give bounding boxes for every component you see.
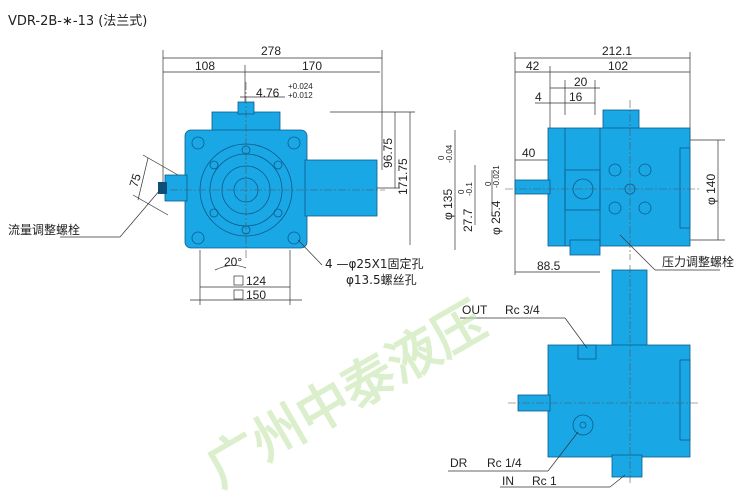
- front-view: 278 108 170 4.76 +0.024 +0.012 96.75 171…: [8, 44, 424, 305]
- dim-front-key-tol-upper: +0.024: [288, 82, 313, 91]
- side-bottom-boss: [569, 239, 601, 256]
- side-body: [547, 127, 691, 247]
- dim-side-dia-25-4-tol-upper: 0: [484, 181, 493, 186]
- label-mount-holes: 4 —φ25X1固定孔: [325, 256, 424, 271]
- dim-side-e: 16: [569, 90, 583, 104]
- label-dr-thread: Rc 1/4: [487, 456, 522, 470]
- bottom-top-port-block: [611, 269, 648, 351]
- dim-side-c: 20: [574, 75, 588, 89]
- side-top-boss: [602, 109, 640, 131]
- dim-front-square-inner: 124: [246, 274, 266, 288]
- label-out: OUT: [462, 303, 488, 317]
- drawing-title: VDR-2B-∗-13 (法兰式): [8, 14, 148, 29]
- dim-front-height-b: 171.75: [396, 158, 410, 195]
- dim-front-key-tol-lower: +0.012: [288, 91, 313, 100]
- side-end-cap: [679, 147, 691, 229]
- dim-side-f: 40: [522, 146, 536, 160]
- front-flow-screw-boss: [164, 174, 188, 202]
- dim-front-left: 108: [195, 59, 215, 73]
- dim-side-dia-135-tol-upper: 0: [437, 155, 446, 160]
- dim-side-dia-135-tol-lower: -0.04: [445, 144, 454, 163]
- front-cover: [304, 159, 378, 217]
- dim-front-angle: 20°: [224, 255, 242, 269]
- bottom-in-port-boss: [611, 454, 643, 478]
- bottom-dr-port: [572, 414, 594, 436]
- dim-side-dia-140: φ 140: [704, 174, 718, 205]
- dim-side-dia-135: φ 135: [441, 189, 455, 220]
- dim-side-dia-25-4-tol-lower: -0.021: [492, 165, 501, 188]
- bottom-end-cap: [679, 359, 691, 441]
- dim-front-overall: 278: [261, 44, 281, 58]
- bottom-body: [547, 344, 691, 458]
- front-flow-screw: [158, 182, 167, 194]
- label-in: IN: [502, 474, 514, 488]
- dim-front-key: 4.76: [256, 86, 280, 100]
- dim-side-overall: 212.1: [602, 44, 632, 58]
- dim-side-27-7-tol-upper: 0: [457, 189, 466, 194]
- label-dr: DR: [450, 456, 468, 470]
- dim-side-a: 42: [526, 59, 540, 73]
- dim-side-27-7: 27.7: [461, 208, 475, 232]
- bottom-view: OUT Rc 3/4 DR Rc 1/4 IN Rc 1: [448, 265, 700, 488]
- front-bolt-holes: [191, 136, 301, 245]
- dim-front-height-a: 96.75: [381, 138, 395, 168]
- dim-front-right: 170: [302, 59, 322, 73]
- dim-side-d: 4: [535, 90, 542, 104]
- dim-front-screw-offset: 75: [127, 172, 145, 189]
- dim-side-dia-25-4: φ 25.4: [489, 200, 503, 235]
- side-shaft: [514, 179, 551, 195]
- label-pressure-adjust-screw: 压力调整螺栓: [662, 254, 734, 269]
- dim-side-b: 102: [608, 59, 628, 73]
- side-view: 212.1 42 102 20 4 16 40 50 88.5 φ 135 0 …: [437, 44, 734, 275]
- dim-side-h: 88.5: [537, 259, 561, 273]
- dim-front-square-outer: 150: [246, 288, 266, 302]
- label-flow-adjust-screw: 流量调整螺栓: [8, 222, 80, 237]
- label-screw-holes: φ13.5螺丝孔: [346, 273, 417, 287]
- label-in-thread: Rc 1: [532, 474, 557, 488]
- dim-side-27-7-tol-lower: -0.1: [465, 182, 474, 196]
- label-out-thread: Rc 3/4: [505, 303, 540, 317]
